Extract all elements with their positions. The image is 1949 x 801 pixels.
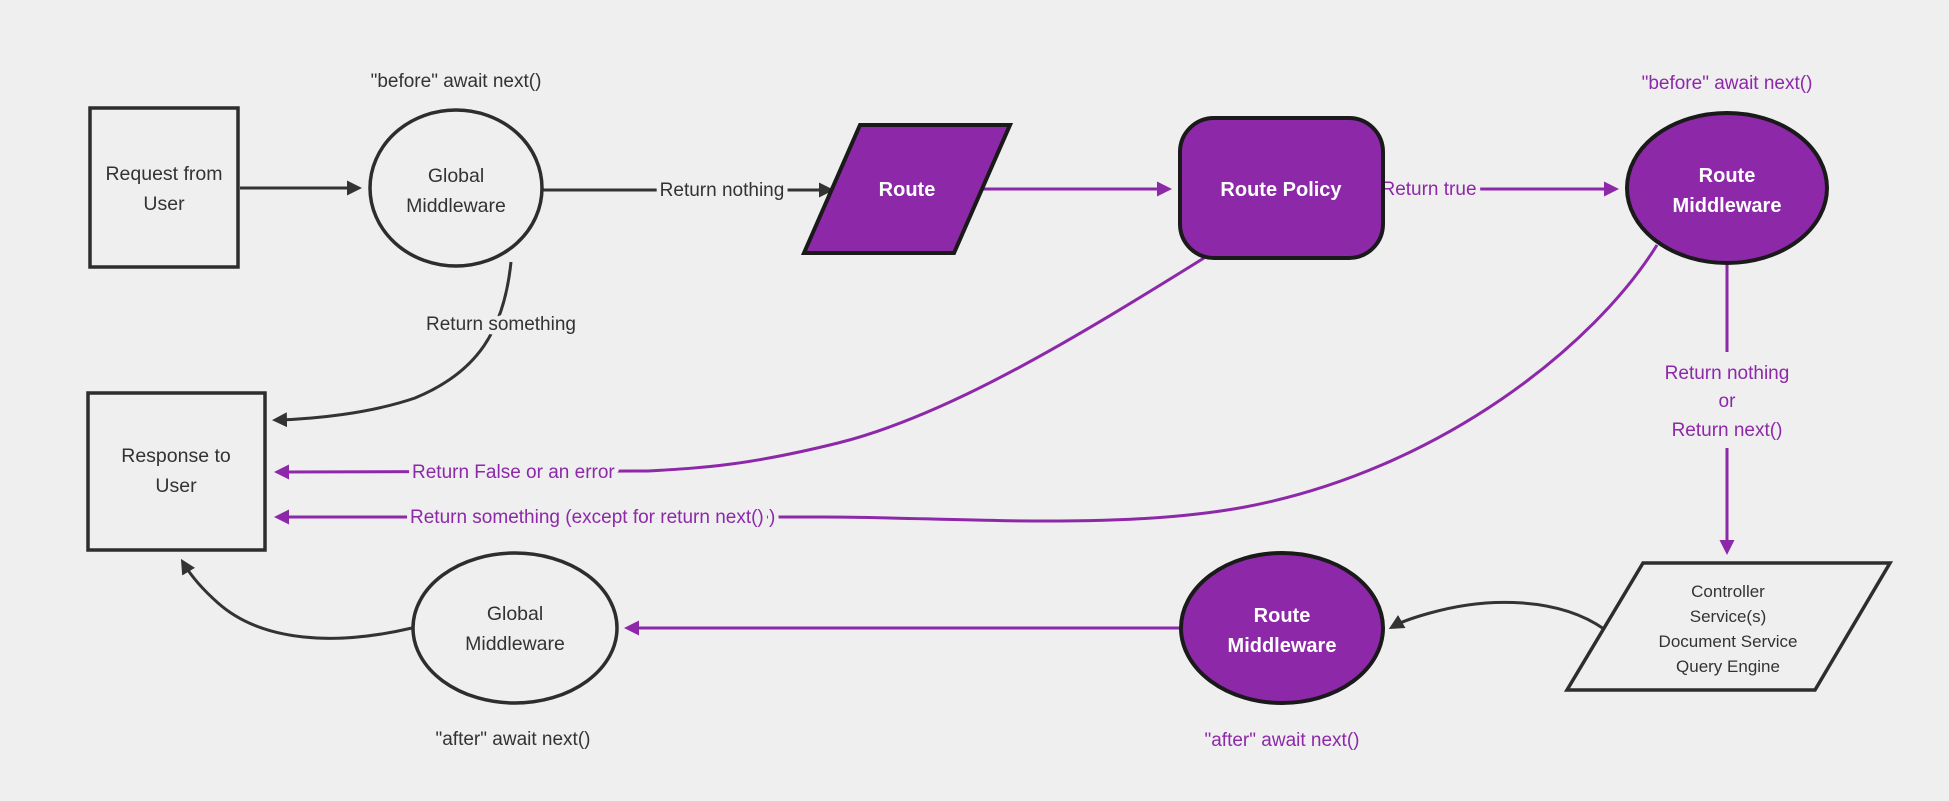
- request-from-user-label-line2: User: [143, 193, 185, 215]
- route-middleware-top-label-line2: Middleware: [1673, 195, 1782, 217]
- edge-label-return-nothing-line3: Return next(): [1672, 420, 1783, 441]
- response-to-user-label-line2: User: [155, 475, 197, 497]
- response-to-user-label-line1: Response to: [121, 445, 231, 467]
- annotation-before-await-route: "before" await next(): [1642, 73, 1813, 94]
- edge-controller-to-route-middleware: [1388, 600, 1605, 631]
- edge-label-return-false-or-error: Return False or an error: [412, 462, 615, 483]
- route-policy-label: Route Policy: [1220, 179, 1342, 201]
- annotation-before-await-global: "before" await next(): [371, 71, 542, 92]
- node-route-middleware-top: Route Middleware: [1625, 111, 1829, 265]
- node-global-middleware-bottom: Global Middleware: [411, 551, 619, 705]
- annotation-after-await-global: "after" await next(): [436, 729, 591, 750]
- node-controller: Controller Service(s) Document Service Q…: [1563, 561, 1894, 692]
- route-policy-shape: [1178, 116, 1385, 260]
- edge-label-return-nothing-line1: Return nothing: [1665, 363, 1790, 384]
- controller-label-line3: Document Service: [1659, 632, 1798, 651]
- global-middleware-top-shape: [368, 108, 544, 268]
- edge-global-middleware-to-response-bottom: [180, 558, 413, 640]
- edge-label-return-something: Return something: [426, 314, 576, 335]
- route-middleware-bottom-label-line1: Route: [1254, 605, 1311, 627]
- node-route-policy: Route Policy: [1178, 116, 1385, 260]
- controller-shape: [1563, 561, 1894, 692]
- controller-label-line4: Query Engine: [1676, 657, 1780, 676]
- controller-label-line2: Service(s): [1690, 607, 1767, 626]
- route-middleware-bottom-shape: [1179, 551, 1385, 705]
- route-middleware-top-shape: [1625, 111, 1829, 265]
- global-middleware-top-label-line1: Global: [428, 165, 484, 187]
- response-to-user-shape: [86, 391, 267, 552]
- edge-route-middleware-to-response: [274, 244, 1659, 525]
- edge-global-middleware-to-response: [272, 261, 513, 428]
- edge-label-return-something-except: Return something (except for return next…: [410, 507, 775, 528]
- node-route: Route: [800, 123, 1014, 255]
- route-middleware-top-label-line1: Route: [1699, 165, 1756, 187]
- global-middleware-top-label-line2: Middleware: [406, 195, 506, 217]
- edge-label-return-nothing: Return nothing: [660, 180, 785, 201]
- global-middleware-bottom-label-line1: Global: [487, 603, 543, 625]
- annotation-after-await-route: "after" await next(): [1205, 730, 1360, 751]
- edge-label-return-nothing-line2: or: [1719, 391, 1737, 412]
- node-request-from-user: Request from User: [88, 106, 240, 269]
- edge-route-policy-to-response: [274, 256, 1205, 480]
- global-middleware-bottom-label-line2: Middleware: [465, 633, 565, 655]
- controller-label-line1: Controller: [1691, 582, 1765, 601]
- node-global-middleware-top: Global Middleware: [368, 108, 544, 268]
- route-shape: [800, 123, 1014, 255]
- route-middleware-bottom-label-line2: Middleware: [1228, 635, 1337, 657]
- node-response-to-user: Response to User: [86, 391, 267, 552]
- edge-label-return-true: Return true: [1381, 179, 1476, 200]
- route-label: Route: [879, 179, 936, 201]
- request-from-user-shape: [88, 106, 240, 269]
- node-route-middleware-bottom: Route Middleware: [1179, 551, 1385, 705]
- global-middleware-bottom-shape: [411, 551, 619, 705]
- request-from-user-label-line1: Request from: [105, 163, 222, 185]
